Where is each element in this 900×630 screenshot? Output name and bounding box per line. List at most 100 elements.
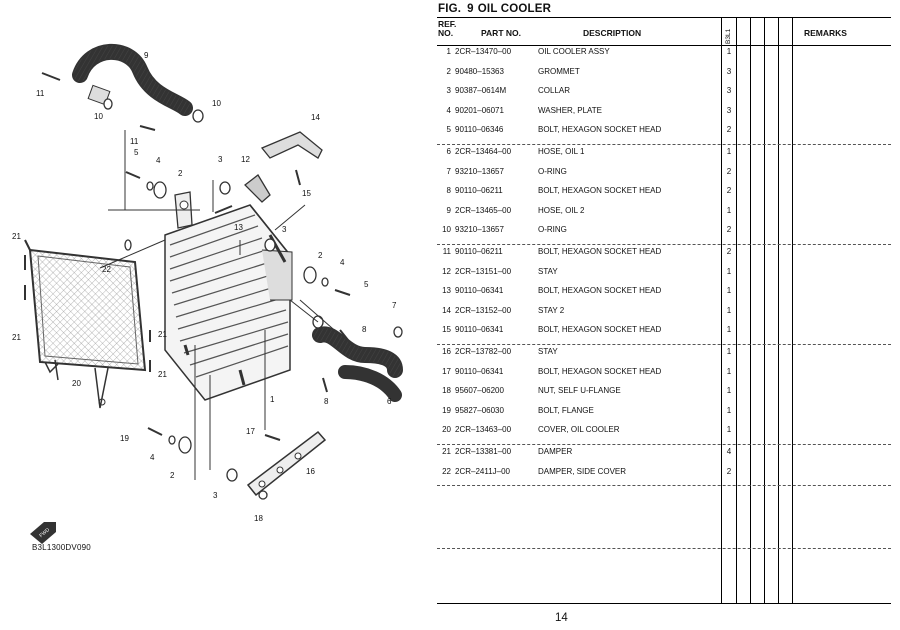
quantity-cell: 2 <box>726 225 732 235</box>
part-no-cell: 90110–06211 <box>455 186 503 196</box>
description-cell: O-RING <box>538 166 567 176</box>
ref-no-cell: 3 <box>446 86 451 96</box>
ref-no-cell: 13 <box>442 286 451 296</box>
ref-no-cell: 17 <box>442 366 451 376</box>
quantity-cell: 1 <box>726 425 732 435</box>
ref-no-cell: 5 <box>446 125 451 135</box>
description-cell: BOLT, HEXAGON SOCKET HEAD <box>538 325 662 335</box>
callout-number: 17 <box>246 427 255 436</box>
diagram-code: B3L1300DV090 <box>32 543 91 552</box>
description-cell: NUT, SELF U-FLANGE <box>538 386 621 396</box>
description-cell: STAY <box>538 347 558 356</box>
part-no-cell: 2CR–2411J–00 <box>455 466 511 476</box>
callout-number: 11 <box>36 89 45 98</box>
description-cell: BOLT, HEXAGON SOCKET HEAD <box>538 247 662 256</box>
callout-number: 10 <box>94 112 103 121</box>
ref-no-cell: 22 <box>442 466 451 476</box>
ref-no-cell: 14 <box>442 305 451 315</box>
figure-number: 9 <box>467 3 474 15</box>
callout-number: 2 <box>318 251 323 260</box>
stay-lower <box>246 430 327 497</box>
quantity-cell: 1 <box>726 286 732 296</box>
header-ref-no: REF. NO. <box>438 20 456 38</box>
description-cell: COLLAR <box>538 86 571 96</box>
group-separator <box>437 244 891 245</box>
leader-lines <box>99 130 341 480</box>
part-no-cell: 90110–06341 <box>455 325 504 335</box>
callout-number: 12 <box>241 155 250 164</box>
ref-no-cell: 12 <box>442 266 451 276</box>
column-divider <box>792 17 793 603</box>
part-no-cell: 2CR–13381–00 <box>455 447 512 456</box>
callout-number: 3 <box>282 225 287 234</box>
description-cell: BOLT, HEXAGON SOCKET HEAD <box>538 286 662 296</box>
part-no-cell: 90480–15363 <box>455 66 504 76</box>
ref-no-cell: 11 <box>442 247 451 256</box>
quantity-cell: 2 <box>726 125 732 135</box>
description-cell: GROMMET <box>538 66 580 76</box>
page-number: 14 <box>555 612 568 624</box>
part-no-cell: 93210–13657 <box>455 166 504 176</box>
quantity-cell: 1 <box>726 386 732 396</box>
part-no-cell: 2CR–13782–00 <box>455 347 512 356</box>
damper-marks <box>24 239 151 372</box>
callout-number: 16 <box>306 467 315 476</box>
callout-number: 14 <box>311 113 320 122</box>
ref-no-cell: 6 <box>446 147 451 156</box>
callout-number: 18 <box>254 514 263 523</box>
header-model: B3L1 <box>725 28 732 44</box>
description-cell: STAY 2 <box>538 305 565 315</box>
ref-no-cell: 4 <box>446 105 451 115</box>
callout-number: 22 <box>102 265 111 274</box>
ref-no-cell: 2 <box>446 66 451 76</box>
group-separator <box>437 548 891 549</box>
callout-number: 21 <box>12 333 21 342</box>
small-hardware <box>103 98 403 500</box>
quantity-cell: 1 <box>726 405 732 415</box>
part-no-cell: 95827–06030 <box>455 405 504 415</box>
table-bottom-rule <box>437 603 891 604</box>
column-divider <box>764 17 765 603</box>
header-bottom-rule <box>437 45 891 46</box>
callout-number: 6 <box>387 397 392 406</box>
bolts <box>41 72 353 441</box>
callout-number: 20 <box>72 379 81 388</box>
part-no-cell: 90110–06341 <box>455 366 504 376</box>
ref-no-cell: 9 <box>446 205 451 215</box>
callout-number: 2 <box>178 169 183 178</box>
callout-number: 5 <box>134 148 139 157</box>
hose-oil-1 <box>312 326 403 402</box>
callout-number: 21 <box>12 232 21 241</box>
callout-numbers: 1222333444556788910101111121314151617181… <box>12 51 397 523</box>
quantity-cell: 1 <box>726 325 732 335</box>
table-row: 13 90110–06341 BOLT, HEXAGON SOCKET HEAD 1 <box>437 284 891 298</box>
column-divider <box>778 17 779 603</box>
part-no-cell: 90110–06341 <box>455 286 504 296</box>
description-cell: DAMPER, SIDE COVER <box>538 466 627 476</box>
quantity-cell: 1 <box>726 366 732 376</box>
ref-no-cell: 21 <box>442 447 451 456</box>
cover-oil-cooler <box>28 248 147 409</box>
quantity-cell: 2 <box>726 247 732 256</box>
ref-no-cell: 1 <box>446 47 451 56</box>
header-ref-line2: NO. <box>438 28 454 38</box>
callout-number: 3 <box>213 491 218 500</box>
description-cell: DAMPER <box>538 447 573 456</box>
ref-no-cell: 7 <box>446 166 451 176</box>
